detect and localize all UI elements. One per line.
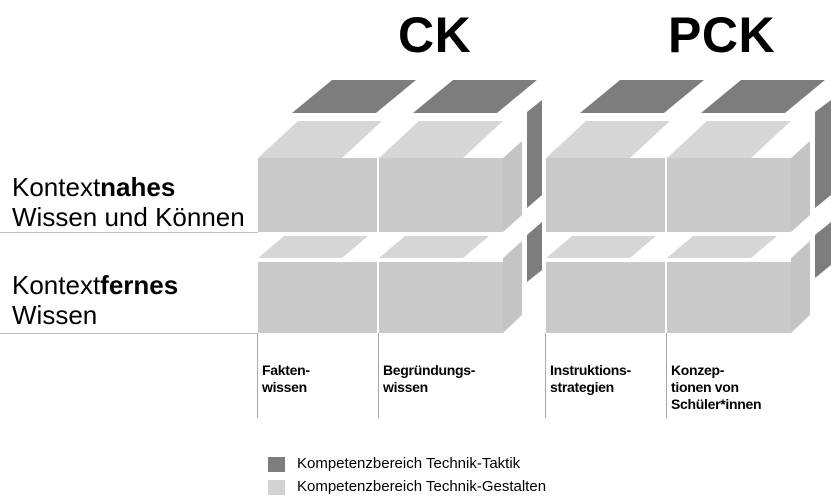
dark-top-1	[292, 80, 416, 113]
light-side-pck-upper	[791, 141, 810, 232]
column-label-line: wissen	[262, 379, 307, 395]
front-ck-upper-2	[379, 158, 503, 232]
dark-side-pck-lower	[815, 222, 831, 278]
front-ck-lower-1	[258, 262, 377, 333]
row-label-near: Kontextnahes Wissen und Können	[12, 172, 245, 232]
column-label-line: Instruktions-	[550, 362, 631, 378]
dark-side-ck-lower	[527, 222, 542, 282]
column-label-begruendungswissen: Begründungs- wissen	[383, 362, 475, 396]
light-top-3	[546, 121, 670, 158]
legend-swatch-dark	[268, 456, 285, 472]
row-rule-lower	[0, 333, 258, 334]
column-label-line: Schüler*innen	[671, 396, 762, 412]
row-label-far: Kontextfernes Wissen	[12, 270, 178, 330]
column-label-konzeptionen: Konzep- tionen von Schüler*innen	[671, 362, 762, 413]
front-pck-lower-1	[546, 262, 665, 333]
legend-label-gestalten: Kompetenzbereich Technik-Gestalten	[297, 478, 547, 495]
dark-top-4	[701, 80, 825, 113]
front-pck-upper-2	[667, 158, 791, 232]
heading-pck: PCK	[668, 7, 776, 63]
light-top-6	[379, 236, 489, 258]
light-side-ck-upper	[503, 141, 522, 232]
light-top-4	[667, 121, 791, 158]
light-side-pck-lower	[791, 241, 810, 333]
column-label-instruktionsstrategien: Instruktions- strategien	[550, 362, 631, 396]
front-ck-upper-1	[258, 158, 377, 232]
column-label-line: Begründungs-	[383, 362, 476, 378]
legend-swatch-light	[268, 479, 285, 495]
column-label-line: Konzep-	[671, 362, 725, 378]
light-top-1	[258, 121, 382, 158]
column-label-line: strategien	[550, 379, 614, 395]
front-pck-lower-2	[667, 262, 791, 333]
column-label-faktenwissen: Fakten- wissen	[262, 362, 310, 396]
dark-top-3	[580, 80, 704, 113]
heading-ck: CK	[398, 7, 472, 63]
row-label-near-line2: Wissen und Können	[12, 202, 245, 232]
light-top-2	[379, 121, 503, 158]
light-top-8	[667, 236, 777, 258]
row-label-near-bold: nahes	[100, 172, 176, 202]
light-top-7	[546, 236, 656, 258]
dark-top-2	[413, 80, 537, 113]
column-label-line: Fakten-	[262, 362, 310, 378]
front-ck-lower-2	[379, 262, 503, 333]
column-label-line: wissen	[383, 379, 428, 395]
row-label-near-prefix: Kontext	[12, 172, 101, 202]
front-pck-upper-1	[546, 158, 665, 232]
legend-item-gestalten: Kompetenzbereich Technik-Gestalten	[268, 478, 546, 496]
dark-side-pck-upper	[815, 100, 831, 208]
light-side-ck-lower	[503, 241, 522, 333]
row-label-far-line2: Wissen	[12, 300, 98, 330]
column-label-line: tionen von	[671, 379, 739, 395]
row-label-far-prefix: Kontext	[12, 270, 101, 300]
legend-item-taktik: Kompetenzbereich Technik-Taktik	[268, 455, 520, 473]
legend-label-taktik: Kompetenzbereich Technik-Taktik	[297, 455, 521, 472]
dark-side-ck-upper	[527, 100, 542, 208]
row-rule-upper	[0, 232, 258, 233]
light-top-5	[258, 236, 368, 258]
row-label-far-bold: fernes	[100, 270, 179, 300]
